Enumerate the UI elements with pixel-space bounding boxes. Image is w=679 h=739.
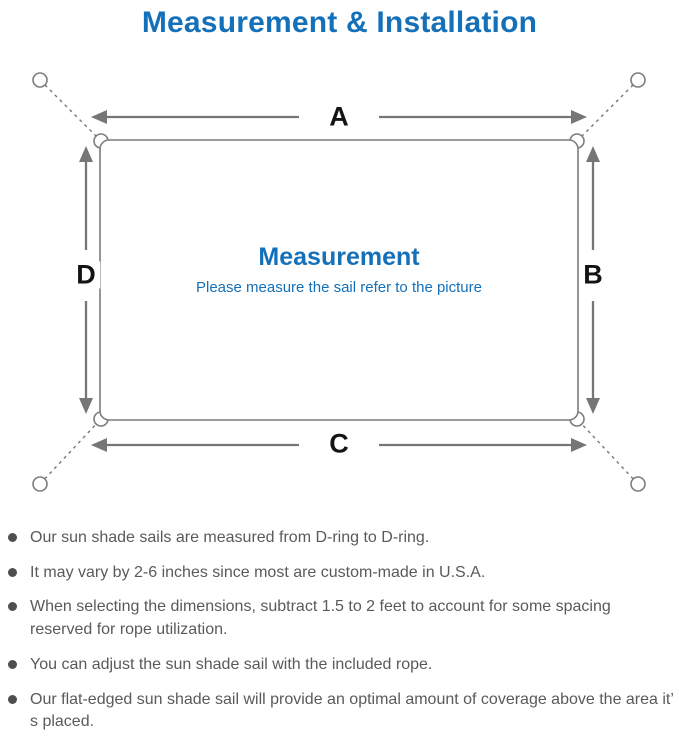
bullet-icon <box>8 567 17 577</box>
bullet-icon <box>8 602 17 612</box>
dimension-arrow-a <box>91 110 587 124</box>
note-text: It may vary by 2-6 inches since most are… <box>30 563 486 581</box>
diagram-subtitle: Please measure the sail refer to the pic… <box>196 279 482 296</box>
dimension-arrow-c <box>91 438 587 452</box>
note-item: It may vary by 2-6 inches since most are… <box>0 562 675 585</box>
arrow-a-left-head-icon <box>91 110 107 124</box>
corner-d-rings <box>93 133 585 427</box>
arrow-d-down-head-icon <box>79 398 93 414</box>
arrow-c-right-head-icon <box>571 438 587 452</box>
anchor-ring-top-right-icon <box>630 72 646 88</box>
rope-bottom-right <box>576 418 639 485</box>
note-text: Our sun shade sails are measured from D-… <box>30 529 430 546</box>
diagram-center-text: Measurement Please measure the sail refe… <box>100 242 578 297</box>
note-item: Our flat-edged sun shade sail will provi… <box>0 689 675 734</box>
dimension-label-c: C <box>325 430 353 458</box>
anchor-ring-bottom-right-icon <box>630 476 646 492</box>
rope-dashed-lines <box>39 79 639 485</box>
dimension-label-d: D <box>72 261 100 289</box>
page-title: Measurement & Installation <box>141 6 538 39</box>
anchor-rings <box>32 72 646 492</box>
arrow-a-right-head-icon <box>571 110 587 124</box>
rope-top-right <box>576 79 639 142</box>
rope-bottom-left <box>39 418 102 485</box>
bullet-icon <box>8 659 17 669</box>
arrow-d-up-head-icon <box>79 146 93 162</box>
note-item: When selecting the dimensions, subtract … <box>0 596 675 641</box>
dimension-arrow-d <box>79 146 93 414</box>
dimension-label-b: B <box>579 261 607 289</box>
anchor-ring-top-left-icon <box>32 72 48 88</box>
notes-list: Our sun shade sails are measured from D-… <box>0 527 679 739</box>
rope-top-left <box>39 79 102 142</box>
note-item: You can adjust the sun shade sail with t… <box>0 654 675 677</box>
note-item: Our sun shade sails are measured from D-… <box>0 527 675 550</box>
arrow-b-down-head-icon <box>586 398 600 414</box>
note-text: You can adjust the sun shade sail with t… <box>30 655 433 673</box>
dimension-label-a: A <box>325 103 353 131</box>
arrow-b-up-head-icon <box>586 146 600 162</box>
bullet-icon <box>8 533 17 542</box>
sail-outline <box>99 139 579 421</box>
anchor-ring-bottom-left-icon <box>32 476 48 492</box>
note-text: When selecting the dimensions, subtract … <box>30 598 611 639</box>
note-text: Our flat-edged sun shade sail will provi… <box>30 690 674 731</box>
arrow-c-left-head-icon <box>91 438 107 452</box>
sail-measurement-diagram <box>32 72 646 492</box>
diagram-heading: Measurement <box>258 243 420 271</box>
bullet-icon <box>8 694 17 704</box>
dimension-arrow-b <box>586 146 600 414</box>
